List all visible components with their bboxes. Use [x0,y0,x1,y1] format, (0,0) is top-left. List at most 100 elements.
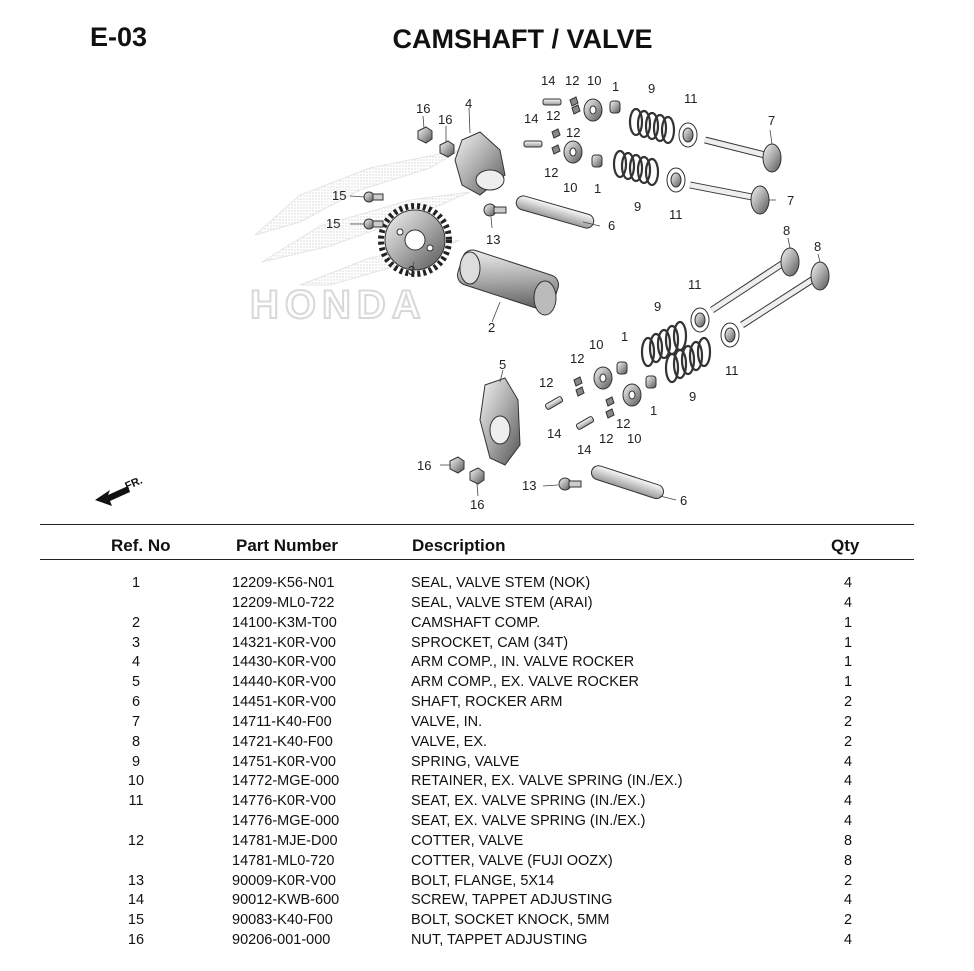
callout-12: 12 [570,351,584,366]
retainers-seats-seals [563,98,740,407]
part-number-cell: 14451-K0R-V00 [232,694,336,710]
description-cell: SPRING, VALVE [411,754,520,770]
callout-9: 9 [648,81,655,96]
honda-watermark-text: HONDA [250,283,427,327]
callout-11: 11 [688,277,702,292]
ref-cell: 15 [127,912,145,928]
part-number-cell: 14100-K3M-T00 [232,615,337,631]
callout-14: 14 [524,111,538,126]
qty-cell: 8 [843,853,853,869]
callout-12: 12 [565,73,579,88]
part-number-cell: 14440-K0R-V00 [232,674,336,690]
callout-1: 1 [594,181,601,196]
callout-8: 8 [814,239,821,254]
qty-cell: 4 [843,754,853,770]
description-cell: SPROCKET, CAM (34T) [411,635,569,651]
leader-lines [349,107,821,501]
callout-1: 1 [621,329,628,344]
part-number-cell: 14781-MJE-D00 [232,833,338,849]
callout-9: 9 [689,389,696,404]
table-row: 8 14721-K40-F00 VALVE, EX. 2 [0,734,974,754]
description-cell: VALVE, EX. [411,734,488,750]
callout-12: 12 [599,431,613,446]
ref-cell: 8 [131,734,141,750]
qty-cell: 2 [843,912,853,928]
header-part-number: Part Number [236,536,339,555]
part-number-cell: 14430-K0R-V00 [232,654,336,670]
front-arrow-icon: FR. [95,475,144,506]
ref-cell: 2 [131,615,141,631]
callout-16: 16 [417,458,431,473]
qty-cell: 2 [843,873,853,889]
callout-13: 13 [486,232,500,247]
part-number-cell: 14321-K0R-V00 [232,635,336,651]
part-number-cell: 14781-ML0-720 [232,853,335,869]
ref-cell: 7 [131,714,141,730]
callout-12: 12 [616,416,630,431]
callout-7: 7 [768,113,775,128]
part-number-cell: 14776-MGE-000 [232,813,340,829]
intake-valves [689,136,782,215]
callout-2: 2 [488,320,495,335]
rocker-shaft-upper [515,195,595,229]
page-code: E-03 [90,22,148,52]
description-cell: BOLT, SOCKET KNOCK, 5MM [411,912,610,928]
qty-cell: 1 [843,674,853,690]
callout-12: 12 [566,125,580,140]
header-ref: Ref. No [111,536,171,555]
front-arrow-label: FR. [123,475,144,493]
rocker-arm-in [454,131,506,196]
ref-cell: 9 [131,754,141,770]
table-top-rule [40,524,914,525]
part-number-cell: 14721-K40-F00 [232,734,333,750]
page-title: CAMSHAFT / VALVE [392,24,653,54]
description-cell: ARM COMP., IN. VALVE ROCKER [411,654,635,670]
description-cell: CAMSHAFT COMP. [411,615,541,631]
qty-cell: 4 [843,575,853,591]
rocker-shaft-lower [590,465,664,500]
callout-1: 1 [612,79,619,94]
callout-7: 7 [787,193,794,208]
callout-10: 10 [587,73,601,88]
callout-3: 3 [408,263,415,278]
callout-12: 12 [539,375,553,390]
qty-cell: 4 [843,813,853,829]
callout-10: 10 [627,431,641,446]
callout-12: 12 [544,165,558,180]
qty-cell: 4 [843,793,853,809]
qty-cell: 4 [843,892,853,908]
ref-cell: 6 [131,694,141,710]
callout-9: 9 [654,299,661,314]
description-cell: RETAINER, EX. VALVE SPRING (IN./EX.) [411,773,683,789]
part-number-cell: 90009-K0R-V00 [232,873,336,889]
part-number-cell: 14776-K0R-V00 [232,793,336,809]
ref-cell: 4 [131,654,141,670]
ref-cell: 11 [128,793,144,809]
qty-cell: 1 [843,635,853,651]
description-cell: SCREW, TAPPET ADJUSTING [411,892,613,908]
part-number-cell: 12209-ML0-722 [232,595,335,611]
small-fasteners [363,96,615,491]
callout-16: 16 [416,101,430,116]
callout-11: 11 [725,363,739,378]
ref-cell: 14 [127,892,145,908]
qty-cell: 2 [843,714,853,730]
callout-9: 9 [634,199,641,214]
qty-cell: 4 [843,773,853,789]
callout-4: 4 [465,96,472,111]
callout-14: 14 [547,426,561,441]
description-cell: SEAT, EX. VALVE SPRING (IN./EX.) [411,793,646,809]
callout-10: 10 [563,180,577,195]
callout-8: 8 [783,223,790,238]
qty-cell: 2 [843,734,853,750]
part-number-cell: 90012-KWB-600 [232,892,340,908]
description-cell: SEAL, VALVE STEM (NOK) [411,575,591,591]
description-cell: NUT, TAPPET ADJUSTING [411,932,588,948]
